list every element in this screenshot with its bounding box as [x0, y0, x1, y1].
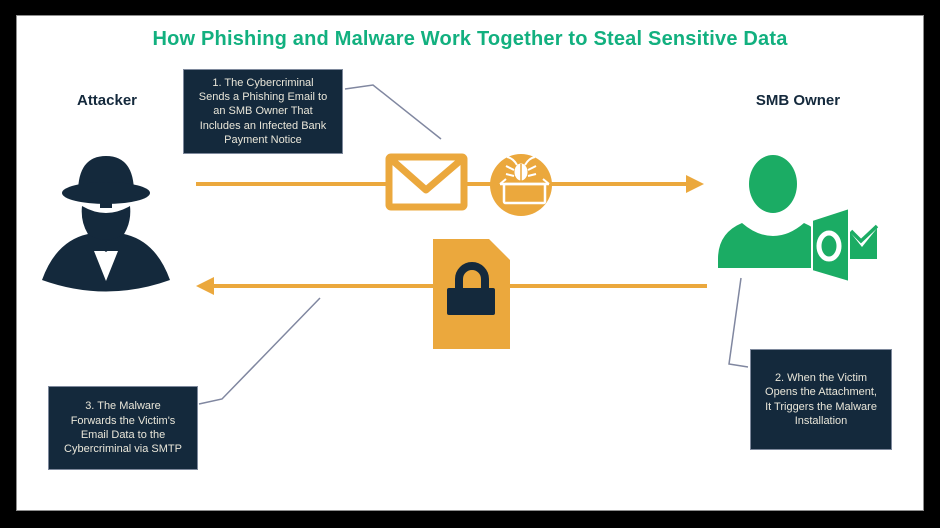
outlook-mail-icon — [811, 206, 879, 284]
callout-step-3: 3. The Malware Forwards the Victim's Ema… — [48, 386, 198, 470]
connector-line-step2 — [728, 277, 749, 368]
page-title: How Phishing and Malware Work Together t… — [152, 28, 788, 50]
attacker-label: Attacker — [76, 92, 138, 109]
person-icon — [718, 155, 828, 268]
malware-bug-box-icon — [490, 154, 552, 216]
smb-owner-label: SMB Owner — [755, 92, 841, 109]
spy-icon — [42, 156, 170, 292]
callout-step-1: 1. The Cybercriminal Sends a Phishing Em… — [183, 69, 343, 154]
connector-line-step1 — [344, 84, 442, 140]
envelope-icon — [385, 153, 468, 211]
connector-line-step3 — [198, 297, 321, 405]
locked-document-icon — [433, 239, 510, 349]
callout-step-2: 2. When the Victim Opens the Attachment,… — [750, 349, 892, 450]
